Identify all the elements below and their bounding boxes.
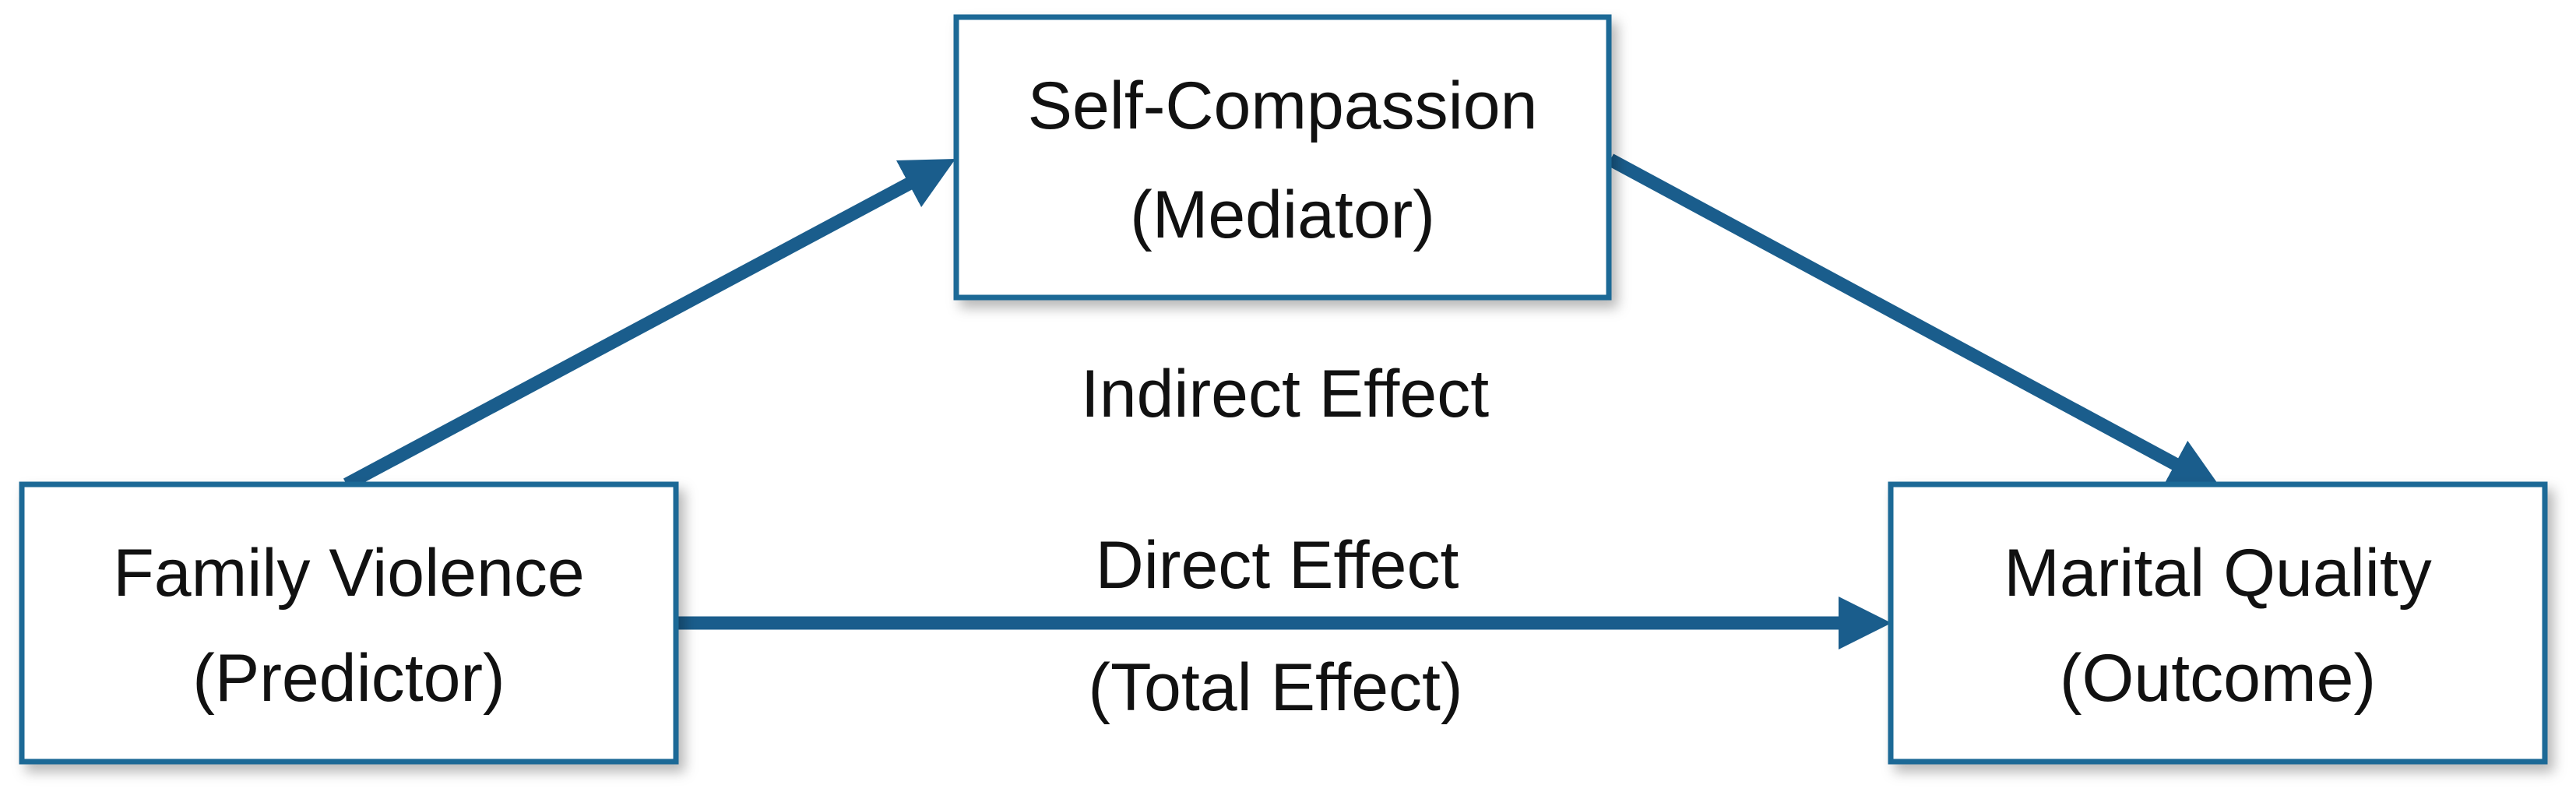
outcome-node: Marital Quality (Outcome) (1888, 481, 2548, 765)
predictor-box (19, 481, 679, 765)
outcome-box (1888, 481, 2548, 765)
outcome-role: (Outcome) (2060, 641, 2376, 716)
indirect-effect-label: Indirect Effect (1081, 357, 1489, 431)
mediator-role: (Mediator) (1130, 178, 1435, 252)
mediator-title: Self-Compassion (1028, 69, 1538, 143)
predictor-title: Family Violence (113, 536, 584, 611)
mediator-node: Self-Compassion (Mediator) (953, 14, 1612, 301)
total-effect-label: (Total Effect) (1088, 650, 1462, 725)
arrow-mediator-to-outcome (1606, 153, 2222, 490)
direct-effect-label: Direct Effect (1096, 528, 1459, 603)
predictor-role: (Predictor) (192, 641, 505, 716)
arrow-predictor-to-mediator (343, 158, 955, 491)
predictor-node: Family Violence (Predictor) (19, 481, 679, 765)
mediator-box (953, 14, 1612, 301)
outcome-title: Marital Quality (2004, 536, 2432, 611)
